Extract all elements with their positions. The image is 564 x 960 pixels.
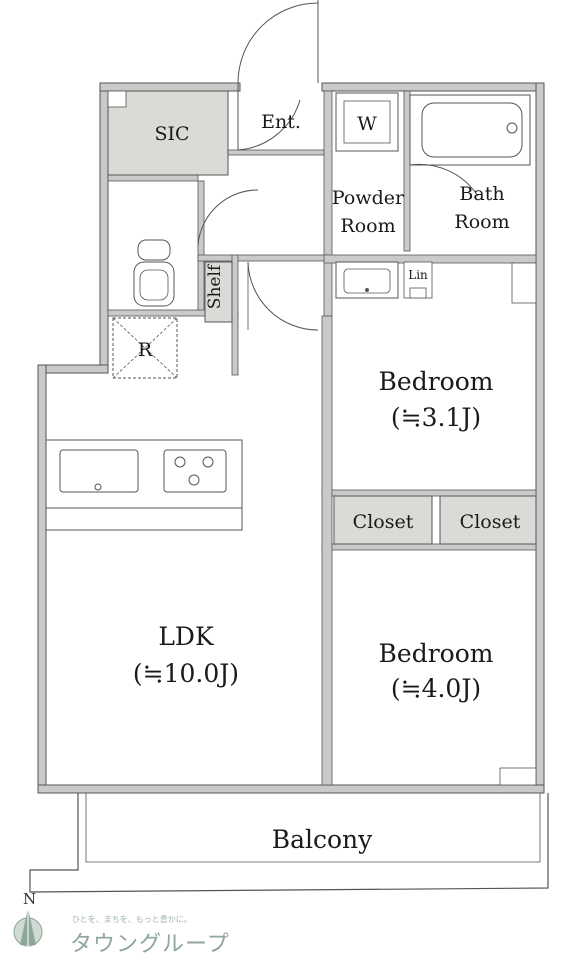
shelf-label: Shelf [205,263,225,309]
bedroom-lower-size: (≒4.0J) [391,674,481,703]
linen-closet: Lin [403,261,537,304]
kitchen-counter [45,439,243,531]
washer-space: W [335,92,399,152]
closet-right-label: Closet [460,511,521,533]
linen-label: Lin [408,268,428,282]
shelf: Shelf [204,261,319,331]
washer-label: W [357,113,377,135]
powder-room: Powder Room [332,187,405,299]
ldk-size: (≒10.0J) [133,659,239,688]
bedroom-lower: Bedroom (≒4.0J) [379,639,537,786]
north-label: N [23,890,37,908]
outer-walls [37,82,545,794]
bath-room-label-line2: Room [454,211,509,233]
powder-room-label-line1: Powder [332,187,405,209]
sic-closet: SIC [107,90,229,176]
refrigerator-label: R [138,339,153,361]
north-arrow-icon [13,908,43,948]
bath-room-label-line1: Bath [459,183,504,205]
entrance-label: Ent. [261,111,301,133]
balcony-label: Balcony [272,825,373,854]
ldk: LDK (≒10.0J) [133,622,239,688]
powder-room-label-line2: Room [340,215,395,237]
refrigerator-space: R [112,317,178,379]
balcony: Balcony [29,793,549,893]
bath-room: Bath Room [409,94,531,233]
closets: Closet Closet [333,495,537,545]
bedroom-upper: Bedroom (≒3.1J) [379,367,494,432]
sic-label: SIC [154,123,189,145]
toilet [133,189,259,307]
brand-tagline: ひとを、まちを、もっと豊かに。 [72,915,192,924]
closet-left-label: Closet [353,511,414,533]
bedroom-lower-label: Bedroom [379,639,494,668]
interior-walls [107,90,537,786]
bedroom-upper-size: (≒3.1J) [391,403,481,432]
brand-logo: タウングループ [70,932,230,957]
entrance: Ent. [237,0,319,151]
ldk-label: LDK [158,622,215,651]
bedroom-upper-label: Bedroom [379,367,494,396]
